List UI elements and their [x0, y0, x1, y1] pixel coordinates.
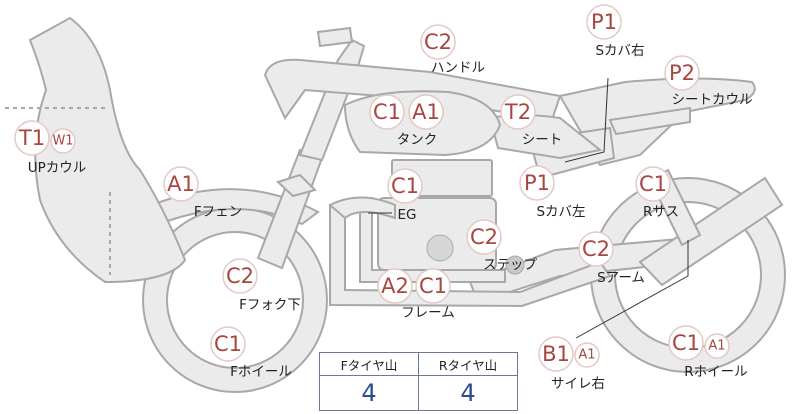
badge-w1-upcowl: W1 — [50, 128, 76, 154]
label-ffork: Fフォク下 — [239, 297, 301, 313]
badge-code: C2 — [582, 237, 610, 261]
footstep — [505, 255, 525, 275]
label-sarm: Sアーム — [597, 270, 645, 286]
badge-code: C1 — [214, 332, 242, 356]
badge-code: C1 — [419, 274, 447, 298]
label-eg: EG — [398, 207, 417, 223]
badge-c1-rsus: C1 — [635, 166, 671, 202]
front-tire-header: Fタイヤ山 — [319, 352, 419, 376]
label-tank: タンク — [397, 132, 438, 148]
label-frame: フレーム — [401, 305, 455, 321]
badge-c1-fwheel: C1 — [210, 326, 246, 362]
label-rsus: Rサス — [643, 204, 679, 220]
badge-c1-rwheel: C1 — [668, 325, 704, 361]
badge-c2-ffork: C2 — [222, 258, 258, 294]
badge-code: P1 — [591, 10, 617, 34]
badge-code: B1 — [542, 342, 570, 366]
badge-p1-scover-left: P1 — [519, 165, 555, 201]
badge-code: A1 — [412, 100, 440, 124]
front-fender — [150, 188, 320, 226]
badge-c1-eg: C1 — [387, 168, 423, 204]
badge-code: C1 — [672, 331, 700, 355]
badge-c2-step: C2 — [466, 219, 502, 255]
label-ffender: Fフェン — [194, 204, 242, 220]
label-fwheel: Fホイール — [230, 364, 292, 380]
badge-code: C2 — [226, 264, 254, 288]
parts-callouts: C2 ハンドル P1 Sカバ右 P2 シートカウル C1 A1 タンク T2 シ… — [14, 4, 753, 392]
badge-code: T1 — [18, 126, 45, 150]
badge-code: C2 — [470, 225, 498, 249]
badge-code: C1 — [373, 100, 401, 124]
label-silencer: サイレ右 — [551, 376, 605, 392]
badge-a1-tank: A1 — [408, 94, 444, 130]
badge-code: T2 — [504, 100, 531, 124]
label-seat: シート — [522, 132, 563, 148]
label-upcowl: UPカウル — [28, 160, 87, 176]
badge-a1-silencer: A1 — [574, 342, 600, 368]
badge-a2-frame: A2 — [377, 268, 413, 304]
badge-t1-upcowl: T1 — [14, 120, 50, 156]
label-seatcowl: シートカウル — [672, 92, 753, 108]
badge-c2-handle: C2 — [420, 24, 456, 60]
tire-tread-table: Fタイヤ山 Rタイヤ山 4 4 — [319, 352, 518, 411]
badge-code: C1 — [639, 172, 667, 196]
badge-code: C2 — [424, 30, 452, 54]
badge-c2-sarm: C2 — [578, 231, 614, 267]
upper-cowl — [28, 16, 187, 284]
badge-code: A1 — [167, 172, 195, 196]
badge-code: C1 — [391, 174, 419, 198]
badge-c1-tank: C1 — [369, 94, 405, 130]
badge-c1-frame: C1 — [415, 268, 451, 304]
label-scover-right: Sカバ右 — [595, 43, 644, 59]
badge-p2-seatcowl: P2 — [664, 55, 700, 91]
label-step: ステップ — [483, 257, 537, 273]
badge-p1-scover-right: P1 — [586, 4, 622, 40]
badge-code: P2 — [669, 61, 695, 85]
badge-code: A1 — [578, 348, 595, 363]
badge-a1-ffender: A1 — [163, 166, 199, 202]
rear-tire-header: Rタイヤ山 — [418, 352, 518, 376]
rear-tire-value: 4 — [418, 375, 518, 411]
badge-code: W1 — [52, 134, 73, 149]
label-handle: ハンドル — [431, 60, 485, 76]
label-rwheel: Rホイール — [684, 364, 747, 380]
badge-b1-silencer: B1 — [538, 336, 574, 372]
badge-code: P1 — [524, 171, 550, 195]
label-scover-left: Sカバ左 — [536, 204, 585, 220]
badge-t2-seat: T2 — [500, 94, 536, 130]
front-tire-value: 4 — [319, 375, 419, 411]
badge-code: A2 — [381, 274, 409, 298]
badge-a1-rwheel: A1 — [704, 333, 730, 359]
badge-code: A1 — [708, 339, 725, 354]
motorcycle-silhouette — [5, 16, 786, 393]
